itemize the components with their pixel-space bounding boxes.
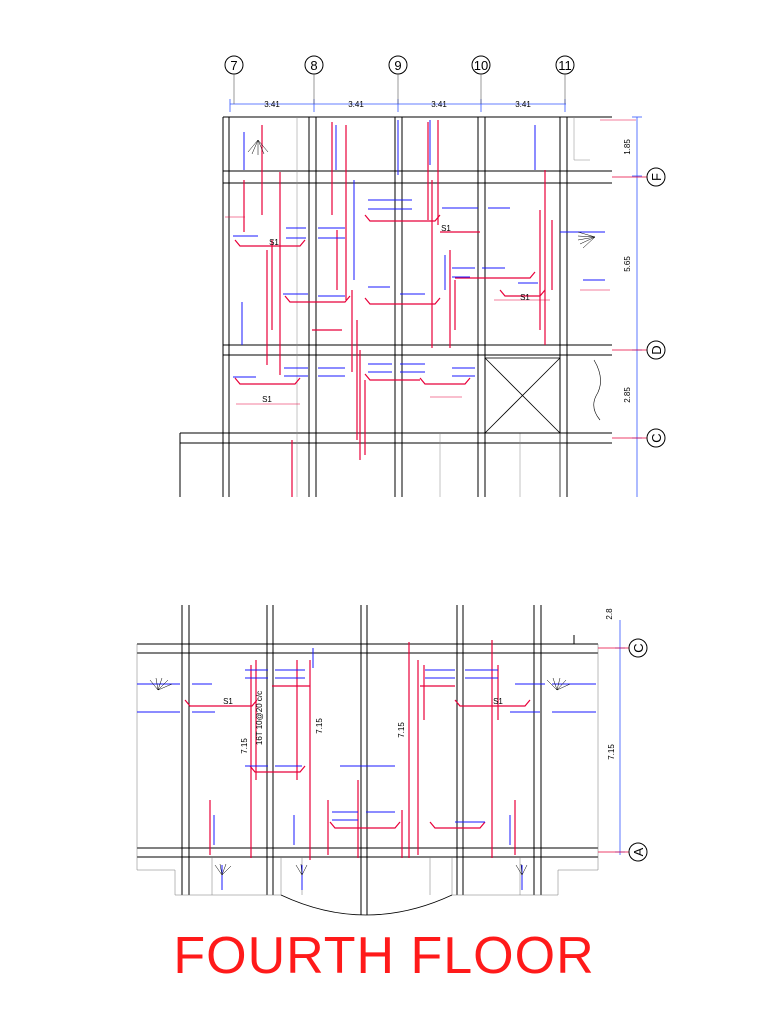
span-label: 7.15 bbox=[240, 738, 249, 754]
grid-bubble-9: 9 bbox=[388, 55, 408, 75]
dim-row-lower-1: 2.8 bbox=[605, 608, 614, 620]
span-label: 7.15 bbox=[315, 718, 324, 734]
grid-bubble-D: D bbox=[646, 340, 666, 360]
upper-dim-ticks bbox=[233, 120, 605, 378]
span-label: 7.15 bbox=[397, 722, 406, 738]
svg-text:10: 10 bbox=[474, 58, 488, 73]
lower-rebar-vertical bbox=[209, 640, 516, 860]
dim-8-9: 3.41 bbox=[348, 100, 364, 109]
upper-leaders bbox=[225, 119, 636, 405]
lower-plan: 2.8 7.15 C A bbox=[136, 605, 648, 916]
lower-dim-ticks bbox=[137, 648, 596, 890]
dim-row-2: 5.65 bbox=[623, 256, 632, 272]
curved-wall bbox=[280, 894, 453, 916]
svg-text:C: C bbox=[631, 643, 646, 652]
grid-bubble-C: C bbox=[646, 428, 666, 448]
grid-bubble-10: 10 bbox=[471, 55, 491, 75]
drawing-title: FOURTH FLOOR bbox=[173, 927, 595, 985]
svg-text:7: 7 bbox=[230, 58, 237, 73]
svg-text:A: A bbox=[631, 847, 646, 856]
grid-bubble-F: F bbox=[646, 167, 666, 187]
lower-fan-leaders bbox=[149, 677, 571, 876]
grid-bubble-11: 11 bbox=[555, 55, 575, 75]
svg-text:11: 11 bbox=[558, 58, 572, 73]
svg-text:9: 9 bbox=[394, 58, 401, 73]
slab-label: S1 bbox=[223, 697, 233, 706]
upper-fan-leaders bbox=[247, 139, 596, 249]
upper-rebar-horizontal bbox=[234, 214, 546, 385]
svg-text:F: F bbox=[649, 173, 664, 181]
dim-10-11: 3.41 bbox=[515, 100, 531, 109]
slab-label: S1 bbox=[520, 293, 530, 302]
grid-bubble-7: 7 bbox=[224, 55, 244, 75]
svg-text:8: 8 bbox=[310, 58, 317, 73]
lower-rebar-horizontal bbox=[184, 685, 531, 829]
grid-bubble-C-lower: C bbox=[628, 638, 648, 658]
upper-plan: 3.41 3.41 3.41 3.41 7 8 9 10 11 bbox=[179, 55, 666, 497]
grid-bubble-A: A bbox=[628, 842, 648, 862]
dim-row-lower-2: 7.15 bbox=[607, 744, 616, 760]
slab-label: S1 bbox=[493, 697, 503, 706]
dim-9-10: 3.41 bbox=[431, 100, 447, 109]
dim-row-3: 2.85 bbox=[623, 387, 632, 403]
slab-label: S1 bbox=[269, 238, 279, 247]
dim-7-8: 3.41 bbox=[264, 100, 280, 109]
svg-text:C: C bbox=[649, 433, 664, 442]
upper-rebar-vertical bbox=[243, 120, 553, 497]
slab-label: S1 bbox=[441, 224, 451, 233]
slab-label: S1 bbox=[262, 395, 272, 404]
svg-text:D: D bbox=[649, 345, 664, 354]
dim-row-1: 1.85 bbox=[623, 139, 632, 155]
bar-note: 16T 10@20 c/c bbox=[255, 691, 264, 745]
grid-bubble-8: 8 bbox=[304, 55, 324, 75]
void-x bbox=[484, 357, 601, 434]
